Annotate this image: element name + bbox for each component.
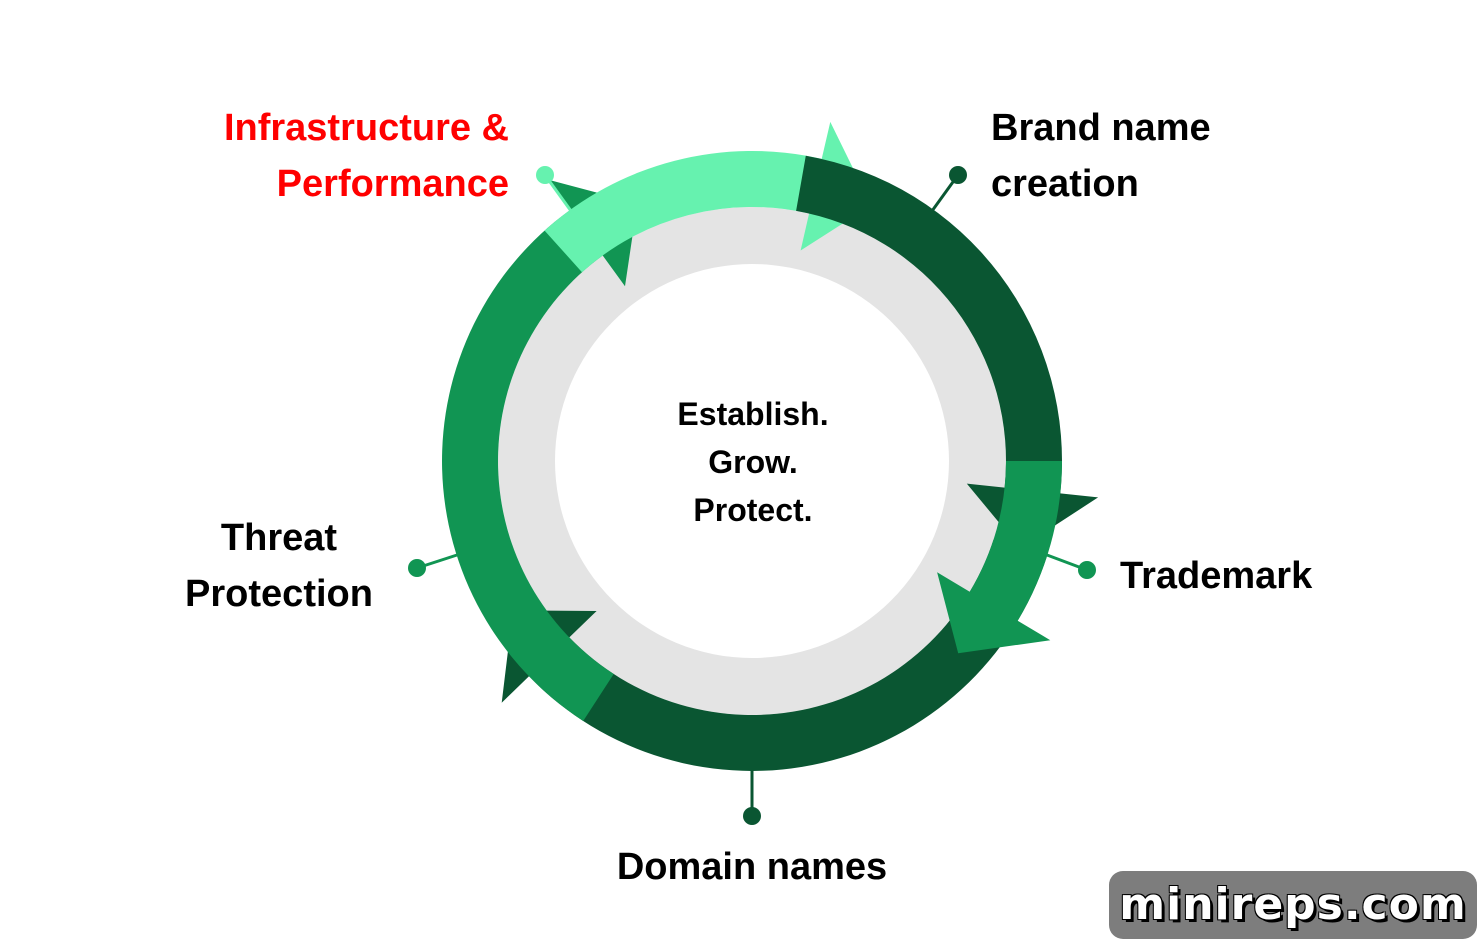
tagline-line-grow: Grow. <box>708 444 798 480</box>
tagline-line-protect: Protect. <box>693 492 813 528</box>
cycle-arrow-infrastructure <box>544 121 872 273</box>
cycle-arrow-trademark <box>937 461 1062 654</box>
stage-label-line: Infrastructure & <box>223 107 509 149</box>
stage-label-brand-name: Brand name creation <box>991 100 1211 212</box>
stage-label-trademark: Trademark <box>1120 548 1312 604</box>
stage-label-line: Protection <box>185 573 373 615</box>
connector-dot-brand <box>949 166 967 184</box>
stage-label-line: Brand name <box>991 107 1211 149</box>
cycle-arrows <box>442 121 1099 771</box>
connector-dot-infrastructure <box>536 166 554 184</box>
cycle-arrow-domain <box>501 539 1047 771</box>
center-disc <box>555 264 949 658</box>
tagline-line-establish: Establish. <box>677 396 829 432</box>
stage-label-line: creation <box>991 163 1139 205</box>
stage-label-line: Performance <box>276 163 509 205</box>
stage-label-line: Trademark <box>1120 555 1313 597</box>
cycle-arrow-threat <box>442 179 638 721</box>
stage-label-line: Domain names <box>616 846 888 888</box>
stage-label-line: Threat <box>220 517 338 559</box>
center-tagline: Establish. Grow. Protect. <box>603 390 903 534</box>
label-connectors <box>408 166 1096 825</box>
connector-dot-trademark <box>1078 561 1096 579</box>
watermark-badge: minireps.com <box>1109 871 1477 939</box>
connector-dot-domain <box>743 807 761 825</box>
cycle-arrow-brand <box>796 155 1099 549</box>
connector-dot-threat <box>408 559 426 577</box>
stage-label-domain-names: Domain names <box>552 839 952 895</box>
stage-label-infrastructure: Infrastructure & Performance <box>224 100 509 212</box>
stage-label-threat-protection: Threat Protection <box>129 510 429 622</box>
